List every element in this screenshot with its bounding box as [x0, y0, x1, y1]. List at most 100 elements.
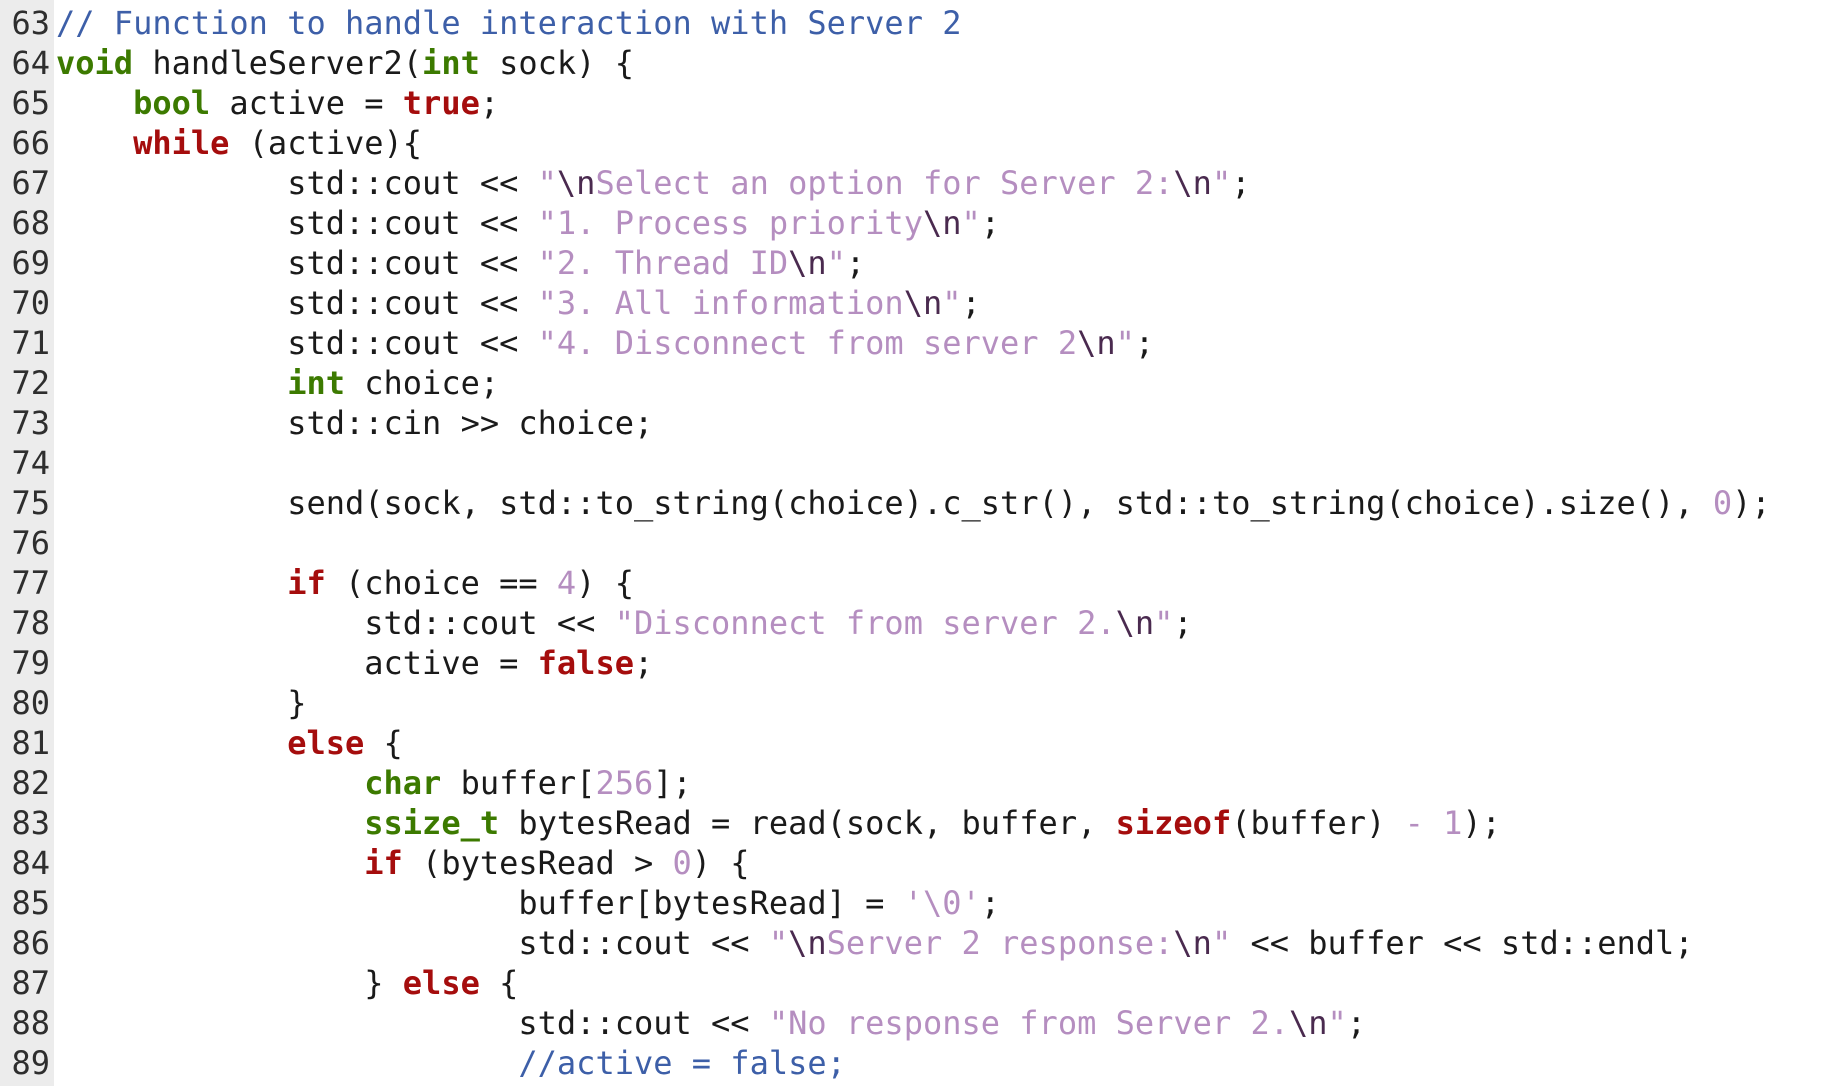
- code-token: ;: [1134, 324, 1155, 362]
- code-token: ": [826, 244, 846, 282]
- line-code[interactable]: std::cout << "\nSelect an option for Ser…: [56, 163, 1827, 203]
- code-token: \n: [556, 164, 596, 202]
- line-code[interactable]: std::cout << "No response from Server 2.…: [56, 1003, 1827, 1043]
- code-token: active =: [56, 644, 538, 682]
- code-line[interactable]: 66 while (active){: [0, 123, 1827, 163]
- code-token: choice;: [344, 364, 500, 402]
- line-code[interactable]: [56, 443, 1827, 483]
- code-token: ": [1327, 1004, 1347, 1042]
- code-token: \n: [788, 244, 827, 282]
- line-code[interactable]: //active = false;: [56, 1043, 1827, 1083]
- code-line[interactable]: 85 buffer[bytesRead] = '\0';: [0, 883, 1827, 923]
- line-code[interactable]: buffer[bytesRead] = '\0';: [56, 883, 1827, 923]
- line-code[interactable]: std::cout << "Disconnect from server 2.\…: [56, 603, 1827, 643]
- code-token: std::cout <<: [56, 244, 538, 282]
- code-line[interactable]: 79 active = false;: [0, 643, 1827, 683]
- code-line[interactable]: 88 std::cout << "No response from Server…: [0, 1003, 1827, 1043]
- code-line[interactable]: 71 std::cout << "4. Disconnect from serv…: [0, 323, 1827, 363]
- code-line[interactable]: 77 if (choice == 4) {: [0, 563, 1827, 603]
- line-code[interactable]: } else {: [56, 963, 1827, 1003]
- line-code[interactable]: if (choice == 4) {: [56, 563, 1827, 603]
- code-token: if: [364, 844, 403, 882]
- line-code[interactable]: send(sock, std::to_string(choice).c_str(…: [56, 483, 1827, 523]
- code-line[interactable]: 87 } else {: [0, 963, 1827, 1003]
- code-token: std::cout <<: [56, 284, 538, 322]
- code-token: int: [422, 44, 480, 82]
- code-token: send(sock, std::to_string(choice).c_str(…: [56, 484, 1713, 522]
- line-code[interactable]: std::cout << "2. Thread ID\n";: [56, 243, 1827, 283]
- code-token: std::cout <<: [56, 204, 538, 242]
- code-token: );: [1462, 804, 1501, 842]
- code-token: (bytesRead >: [402, 844, 673, 882]
- line-code[interactable]: std::cin >> choice;: [56, 403, 1827, 443]
- code-line[interactable]: 84 if (bytesRead > 0) {: [0, 843, 1827, 883]
- line-code[interactable]: if (bytesRead > 0) {: [56, 843, 1827, 883]
- line-number: 66: [11, 124, 50, 162]
- code-token: bool: [133, 84, 211, 122]
- line-code[interactable]: void handleServer2(int sock) {: [56, 43, 1827, 83]
- code-line[interactable]: 86 std::cout << "\nServer 2 response:\n"…: [0, 923, 1827, 963]
- line-code[interactable]: // Function to handle interaction with S…: [56, 3, 1827, 43]
- code-token: std::cout <<: [56, 924, 769, 962]
- line-number: 88: [11, 1004, 50, 1042]
- line-code[interactable]: else {: [56, 723, 1827, 763]
- line-code[interactable]: bool active = true;: [56, 83, 1827, 123]
- code-token: {: [479, 964, 519, 1002]
- code-line[interactable]: 72 int choice;: [0, 363, 1827, 403]
- line-number: 83: [11, 804, 50, 842]
- code-token: ": [768, 924, 789, 962]
- line-number: 69: [11, 244, 50, 282]
- line-number: 79: [11, 644, 50, 682]
- code-token: ": [942, 284, 962, 322]
- code-line[interactable]: 63// Function to handle interaction with…: [0, 3, 1827, 43]
- code-token: std::cin >> choice;: [56, 404, 654, 442]
- code-token: ;: [479, 84, 500, 122]
- code-token: (buffer): [1231, 804, 1405, 842]
- line-code[interactable]: int choice;: [56, 363, 1827, 403]
- code-token: -: [1404, 804, 1424, 842]
- line-code[interactable]: std::cout << "3. All information\n";: [56, 283, 1827, 323]
- code-line[interactable]: 75 send(sock, std::to_string(choice).c_s…: [0, 483, 1827, 523]
- code-line[interactable]: 70 std::cout << "3. All information\n";: [0, 283, 1827, 323]
- code-line[interactable]: 67 std::cout << "\nSelect an option for …: [0, 163, 1827, 203]
- code-line[interactable]: 81 else {: [0, 723, 1827, 763]
- line-code[interactable]: [56, 523, 1827, 563]
- code-line[interactable]: 80 }: [0, 683, 1827, 723]
- code-token: int: [287, 364, 345, 402]
- code-line[interactable]: 76: [0, 523, 1827, 563]
- line-code[interactable]: char buffer[256];: [56, 763, 1827, 803]
- code-token: sock) {: [479, 44, 634, 82]
- code-line[interactable]: 69 std::cout << "2. Thread ID\n";: [0, 243, 1827, 283]
- code-line[interactable]: 78 std::cout << "Disconnect from server …: [0, 603, 1827, 643]
- code-line[interactable]: 73 std::cin >> choice;: [0, 403, 1827, 443]
- code-token: ;: [1346, 1004, 1367, 1042]
- code-line[interactable]: 74: [0, 443, 1827, 483]
- code-line[interactable]: 82 char buffer[256];: [0, 763, 1827, 803]
- code-token: ;: [980, 204, 1001, 242]
- code-token: \n: [903, 284, 943, 322]
- code-line[interactable]: 89 //active = false;: [0, 1043, 1827, 1083]
- line-code[interactable]: while (active){: [56, 123, 1827, 163]
- line-code[interactable]: std::cout << "\nServer 2 response:\n" <<…: [56, 923, 1827, 963]
- code-token: Server 2 response:: [826, 924, 1174, 962]
- code-token: ": [1115, 324, 1135, 362]
- line-code[interactable]: active = false;: [56, 643, 1827, 683]
- code-line[interactable]: 83 ssize_t bytesRead = read(sock, buffer…: [0, 803, 1827, 843]
- code-token: {: [364, 724, 403, 762]
- code-token: ) {: [691, 844, 750, 882]
- line-code[interactable]: }: [56, 683, 1827, 723]
- line-code[interactable]: std::cout << "1. Process priority\n";: [56, 203, 1827, 243]
- code-line[interactable]: 68 std::cout << "1. Process priority\n";: [0, 203, 1827, 243]
- line-number-gutter: [0, 0, 54, 1086]
- code-token: (choice ==: [325, 564, 557, 602]
- line-code[interactable]: std::cout << "4. Disconnect from server …: [56, 323, 1827, 363]
- line-code[interactable]: ssize_t bytesRead = read(sock, buffer, s…: [56, 803, 1827, 843]
- line-number: 75: [11, 484, 50, 522]
- code-token: }: [56, 684, 307, 722]
- code-token: ;: [1173, 604, 1193, 642]
- code-token: active =: [210, 84, 403, 122]
- code-line[interactable]: 65 bool active = true;: [0, 83, 1827, 123]
- code-token: handleServer2(: [133, 44, 423, 82]
